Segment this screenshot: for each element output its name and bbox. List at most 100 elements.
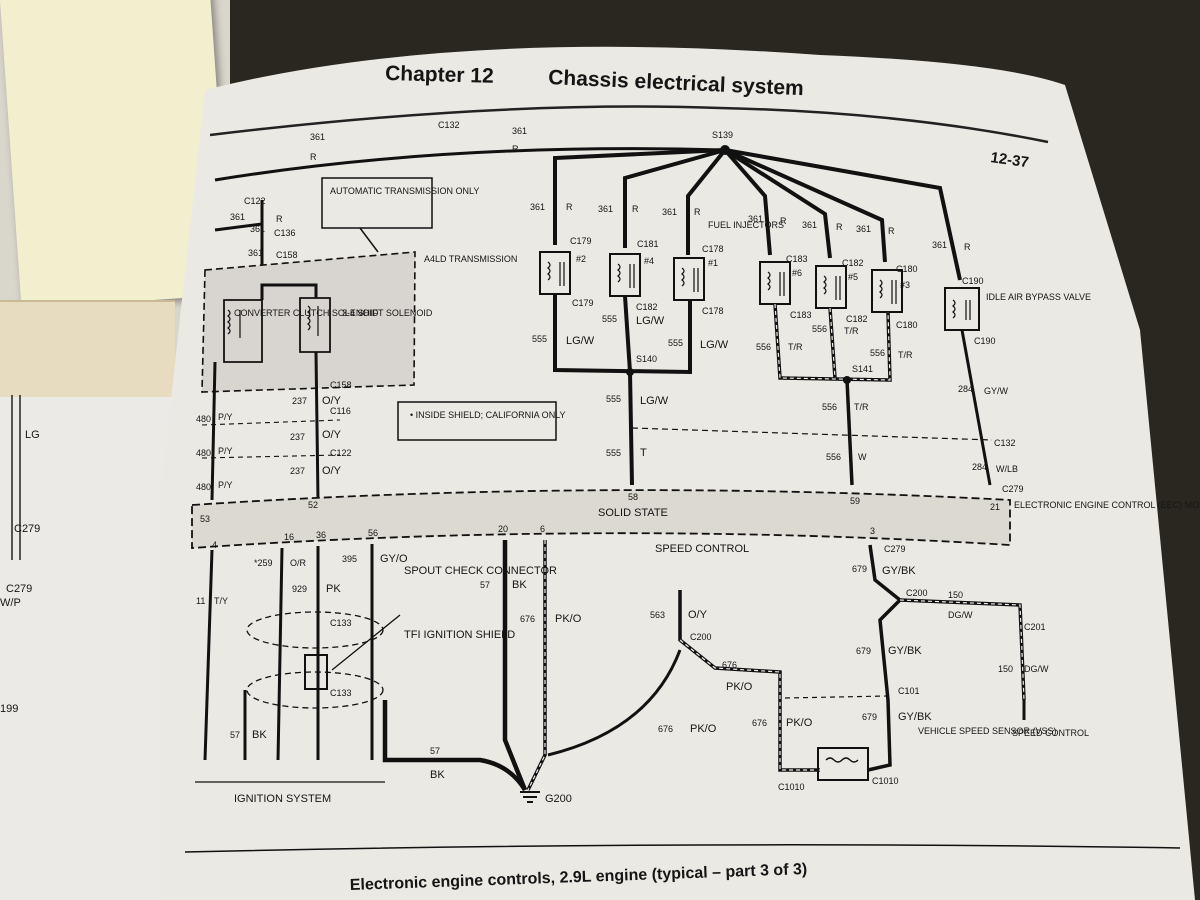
solid-state-label: SOLID STATE — [598, 507, 668, 519]
conn-c133b: C133 — [330, 688, 352, 698]
injector-coils — [547, 261, 971, 320]
wl-trb: T/R — [844, 326, 859, 336]
wl-237b: 237 — [290, 432, 305, 442]
wl-gyw: GY/W — [984, 386, 1009, 396]
wl-gybkb: GY/BK — [888, 645, 922, 657]
wl-284b: 284 — [972, 462, 987, 472]
wl-556c: 556 — [870, 348, 885, 358]
pin-56: 56 — [368, 528, 378, 538]
injector-6: #6 — [792, 268, 802, 278]
header-rule — [209, 105, 1049, 144]
injector-feed-wires — [553, 148, 962, 281]
wl-679b: 679 — [856, 646, 871, 656]
wire-label-rb: R — [512, 144, 519, 154]
wl-pkob: PK/O — [726, 681, 753, 693]
auto-trans-note — [321, 177, 433, 229]
wl-gybka: GY/BK — [882, 565, 916, 577]
wl-395: 395 — [342, 554, 357, 564]
wl-bkb: BK — [512, 579, 527, 591]
pin-52: 52 — [308, 500, 318, 510]
wl-dgwa: DG/W — [948, 610, 973, 620]
converter-label: CONVERTER CLUTCH SOLENOID — [234, 308, 379, 318]
wl-480c: 480 — [196, 482, 211, 492]
wl-w: W — [858, 452, 867, 462]
wire-679 — [867, 544, 903, 772]
pin-36: 36 — [316, 530, 326, 540]
fuel-injectors-label: FUEL INJECTORS — [708, 220, 784, 230]
eec-label: ELECTRONIC ENGINE CONTROL (EEC) MODULE — [1014, 500, 1200, 510]
wire-284 — [960, 329, 992, 486]
wl-lgwa: LG/W — [566, 335, 595, 347]
wl-pkoc: PK/O — [690, 723, 717, 735]
wl-pkoa: PK/O — [555, 613, 582, 625]
wl-oyb: O/Y — [322, 429, 342, 441]
injector-1: #1 — [708, 258, 718, 268]
conn-c190: C190 — [962, 276, 984, 286]
wl-oya: O/Y — [322, 395, 342, 407]
wl-oyd: O/Y — [688, 609, 708, 621]
conn-c133a: C133 — [330, 618, 352, 628]
conn-c122: C122 — [330, 448, 352, 458]
wl-57b: 57 — [480, 580, 490, 590]
wl-480b: 480 — [196, 448, 211, 458]
wl-lgwb: LG/W — [636, 315, 665, 327]
ignition-system-label: IGNITION SYSTEM — [234, 793, 331, 805]
trans-solenoids — [223, 297, 331, 363]
spout-label: SPOUT CHECK CONNECTOR — [404, 565, 557, 577]
inside-shield-note — [397, 401, 557, 441]
foam-block — [0, 300, 175, 397]
side-label-wp: W/P — [0, 597, 21, 609]
wl-pyc: P/Y — [218, 480, 233, 490]
tfi-shield-top — [246, 611, 384, 649]
wl-oyc: O/Y — [322, 465, 342, 477]
conn-c132-top: C132 — [438, 120, 460, 130]
auto-trans-text: AUTOMATIC TRANSMISSION ONLY — [330, 186, 479, 196]
chapter-label: Chapter 12 — [385, 62, 494, 88]
injector-2: #2 — [576, 254, 586, 264]
page-number: 12-37 — [989, 149, 1029, 171]
splice-s140 — [626, 368, 634, 376]
wire-label-rh: R — [888, 226, 895, 236]
tfi-label: TFI IGNITION SHIELD — [404, 629, 515, 641]
pin-59: 59 — [850, 496, 860, 506]
inside-shield-text: • INSIDE SHIELD; CALIFORNIA ONLY — [410, 410, 566, 420]
wl-wlb: W/LB — [996, 464, 1018, 474]
wl-555a: 555 — [532, 334, 547, 344]
wire-361-left — [214, 200, 264, 265]
conn-s141: S141 — [852, 364, 873, 374]
conn-c122-top: C122 — [244, 196, 266, 206]
wl-rj: R — [276, 214, 283, 224]
wl-556a: 556 — [756, 342, 771, 352]
wl-563: 563 — [650, 610, 665, 620]
conn-c116: C116 — [330, 406, 351, 416]
tfi-shield-bottom — [246, 671, 384, 709]
injector-5: #5 — [848, 272, 858, 282]
wl-t: T — [640, 447, 647, 459]
conn-c180b: C180 — [896, 320, 918, 330]
wl-lgwd: LG/W — [640, 395, 669, 407]
lgw-wires — [553, 294, 692, 486]
wl-57c: 57 — [430, 746, 440, 756]
conn-c279-mid: C279 — [884, 544, 906, 554]
eec-module — [191, 489, 1011, 549]
pin-58: 58 — [628, 492, 638, 502]
splice-s141 — [843, 376, 851, 384]
wl-pk: PK — [326, 583, 341, 595]
injector-4: #4 — [644, 256, 654, 266]
wl-pyb: P/Y — [218, 446, 233, 456]
ignition-wires — [203, 544, 374, 761]
conn-c200a: C200 — [690, 632, 712, 642]
wire-label-361f: 361 — [748, 214, 763, 224]
wl-237c: 237 — [290, 466, 305, 476]
conn-c183b: C183 — [790, 310, 812, 320]
a4ld-box — [201, 251, 416, 393]
wire-label-ra: R — [310, 152, 317, 162]
conn-c179b: C179 — [572, 298, 594, 308]
conn-c180: C180 — [896, 264, 918, 274]
pin-16: 16 — [284, 532, 294, 542]
wl-tra: T/R — [788, 342, 803, 352]
conn-c179: C179 — [570, 236, 592, 246]
pin-4: 4 — [212, 540, 217, 550]
conn-c182c: C182 — [846, 314, 868, 324]
conn-c132-right: C132 — [994, 438, 1016, 448]
